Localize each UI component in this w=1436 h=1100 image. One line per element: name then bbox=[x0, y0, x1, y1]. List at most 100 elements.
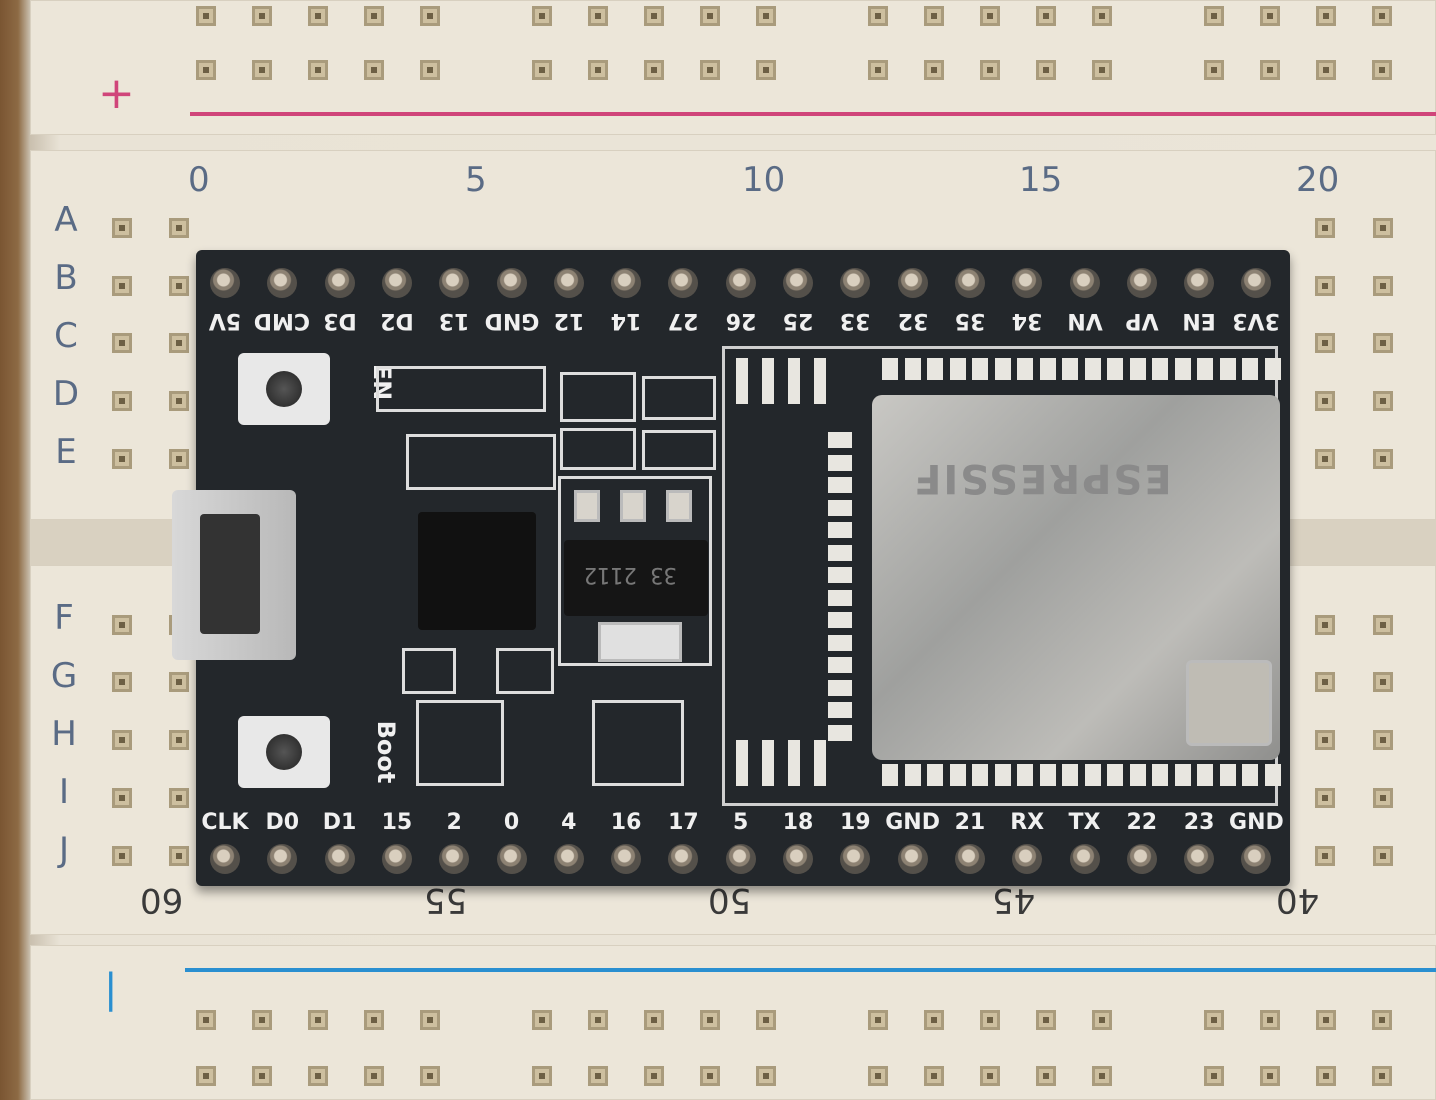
column-number: 15 bbox=[1019, 160, 1063, 200]
header-pin bbox=[381, 844, 412, 874]
antenna-connector[interactable] bbox=[1186, 660, 1272, 746]
header-pin bbox=[1069, 268, 1100, 298]
rail-hole bbox=[420, 1010, 440, 1030]
pin-label: 15 bbox=[381, 810, 413, 835]
rail-hole bbox=[252, 1066, 272, 1086]
terminal-hole bbox=[169, 449, 190, 469]
rail-hole bbox=[532, 1066, 552, 1086]
module-pad bbox=[1242, 358, 1258, 380]
module-pad bbox=[1039, 764, 1056, 786]
header-pin bbox=[897, 844, 928, 874]
header-pin bbox=[496, 268, 527, 298]
pin-label: 32 bbox=[897, 308, 928, 333]
terminal-hole bbox=[1372, 672, 1393, 692]
terminal-hole bbox=[169, 788, 190, 808]
module-pad bbox=[1084, 764, 1101, 786]
cap-outline-3 bbox=[560, 428, 636, 470]
rail-hole bbox=[1372, 6, 1392, 26]
module-pad bbox=[828, 634, 852, 651]
en-button[interactable] bbox=[238, 353, 330, 425]
row-label: E bbox=[55, 432, 77, 472]
terminal-hole bbox=[112, 615, 132, 635]
module-pad bbox=[828, 612, 852, 628]
terminal-hole bbox=[1315, 788, 1336, 808]
header-pin bbox=[324, 268, 355, 298]
pin-label: 4 bbox=[561, 810, 577, 835]
terminal-hole bbox=[1315, 276, 1336, 296]
rail-hole bbox=[364, 1010, 384, 1030]
module-pad bbox=[828, 657, 852, 673]
pin-label: 25 bbox=[782, 308, 814, 333]
terminal-hole bbox=[169, 333, 190, 353]
module-pad bbox=[1152, 358, 1168, 380]
pin-label: 33 bbox=[839, 308, 871, 333]
header-pin bbox=[840, 268, 871, 298]
pin-label: D0 bbox=[265, 810, 300, 835]
terminal-hole bbox=[1315, 449, 1336, 469]
header-pin bbox=[381, 268, 412, 298]
rail-hole bbox=[700, 60, 720, 80]
header-pin bbox=[496, 844, 527, 874]
terminal-hole bbox=[112, 276, 132, 296]
rail-hole bbox=[868, 60, 888, 80]
column-number: 60 bbox=[140, 880, 184, 920]
rail-hole bbox=[644, 6, 664, 26]
rail-hole bbox=[1036, 1010, 1056, 1030]
module-pad bbox=[1107, 764, 1123, 786]
header-pin bbox=[210, 844, 240, 874]
rail-hole bbox=[980, 60, 1000, 80]
row-label: B bbox=[54, 258, 78, 298]
header-pin bbox=[1012, 844, 1043, 874]
rail-hole bbox=[588, 1066, 608, 1086]
module-pad bbox=[828, 544, 852, 561]
rail-hole bbox=[1036, 6, 1056, 26]
transistor-outline-2 bbox=[496, 648, 554, 694]
rail-hole bbox=[252, 60, 272, 80]
module-pad bbox=[1129, 358, 1146, 380]
terminal-hole bbox=[1315, 615, 1336, 635]
header-pin bbox=[553, 268, 584, 298]
rail-hole bbox=[1260, 1066, 1280, 1086]
rail-hole bbox=[644, 60, 664, 80]
pin-label: 22 bbox=[1126, 810, 1158, 835]
rail-hole bbox=[1260, 6, 1280, 26]
pin-label: EN bbox=[1182, 308, 1216, 333]
header-pin bbox=[1184, 268, 1215, 298]
module-pad bbox=[828, 454, 852, 471]
header-pin bbox=[267, 844, 298, 874]
boot-button-label: Boot bbox=[372, 720, 400, 784]
header-pin bbox=[1012, 268, 1043, 298]
column-number: 55 bbox=[424, 880, 468, 920]
module-pad bbox=[1174, 358, 1191, 380]
rail-hole bbox=[196, 1066, 216, 1086]
usb-uart-chip bbox=[418, 512, 536, 630]
module-pad bbox=[882, 358, 898, 380]
terminal-hole bbox=[112, 449, 132, 469]
rail-hole bbox=[364, 60, 384, 80]
pin-label: CMD bbox=[253, 308, 311, 333]
row-label: I bbox=[58, 772, 70, 812]
module-pad bbox=[828, 589, 852, 606]
rail-hole bbox=[868, 1010, 888, 1030]
pin-label: GND bbox=[1229, 810, 1284, 835]
module-pad bbox=[736, 358, 748, 404]
column-number: 20 bbox=[1296, 160, 1340, 200]
boot-button[interactable] bbox=[238, 716, 330, 788]
terminal-hole bbox=[1372, 391, 1393, 411]
header-pin bbox=[324, 844, 355, 874]
rail-hole bbox=[1092, 6, 1112, 26]
header-pin bbox=[725, 844, 756, 874]
terminal-hole bbox=[1372, 276, 1393, 296]
row-label: C bbox=[54, 316, 78, 356]
module-pad bbox=[994, 358, 1011, 380]
module-pad bbox=[1062, 358, 1078, 380]
module-pad bbox=[882, 764, 898, 786]
module-pad bbox=[1197, 764, 1213, 786]
micro-usb-port[interactable] bbox=[172, 490, 296, 660]
pin-label: 26 bbox=[725, 308, 756, 333]
module-pad bbox=[1219, 358, 1236, 380]
terminal-hole bbox=[169, 846, 190, 866]
column-number: 10 bbox=[742, 160, 786, 200]
rail-hole bbox=[980, 1066, 1000, 1086]
pin-label: 21 bbox=[954, 810, 986, 835]
